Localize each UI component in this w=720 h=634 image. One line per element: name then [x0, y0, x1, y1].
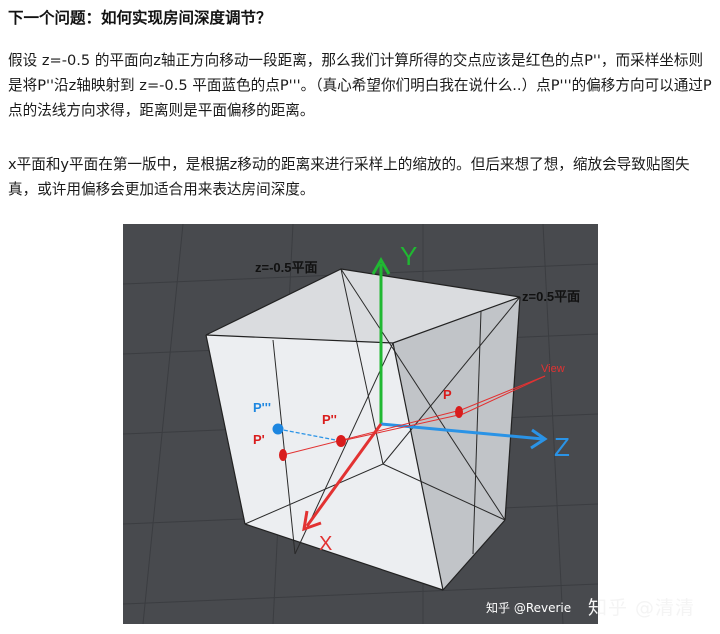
plane-label-z-plus: z=0.5平面 — [522, 289, 580, 304]
label-p: P — [443, 387, 452, 402]
point-p-prime — [279, 449, 287, 461]
label-p-2prime: P'' — [322, 412, 337, 427]
y-axis-arrow — [371, 256, 391, 424]
paragraph-scaling-note: x平面和y平面在第一版中，是根据z移动的距离来进行采样上的缩放的。但后来想了想，… — [8, 156, 690, 198]
x-axis-arrow — [302, 423, 383, 532]
label-p-prime: P' — [253, 432, 265, 447]
x-axis-label: X — [319, 533, 332, 555]
view-rays — [282, 375, 546, 456]
cube-front-face — [206, 335, 443, 590]
label-p-3prime: P''' — [253, 400, 271, 415]
paragraph-plane-offset: 假设 z=-0.5 的平面向z轴正方向移动一段距离，那么我们计算所得的交点应该是… — [8, 52, 712, 119]
cube-top-face — [206, 269, 520, 343]
watermark-source: 知乎 @Reverie — [486, 601, 572, 615]
plane-label-z-minus: z=-0.5平面 — [255, 260, 318, 275]
cube-outer-edges — [205, 268, 521, 591]
cube-diagram-figure: z=-0.5平面 z=0.5平面 Y Z X View — [123, 224, 598, 624]
point-p — [455, 406, 463, 418]
section-heading: 下一个问题：如何实现房间深度调节？ — [8, 9, 272, 27]
view-label: View — [541, 363, 565, 375]
watermark-author: 知乎 @清清 — [588, 597, 696, 619]
y-axis-label: Y — [400, 241, 417, 271]
point-p-2prime — [336, 435, 346, 447]
point-p-3prime — [272, 423, 284, 435]
projection-line — [277, 428, 342, 442]
cube-right-face — [393, 297, 520, 590]
z-axis-label: Z — [554, 432, 570, 462]
